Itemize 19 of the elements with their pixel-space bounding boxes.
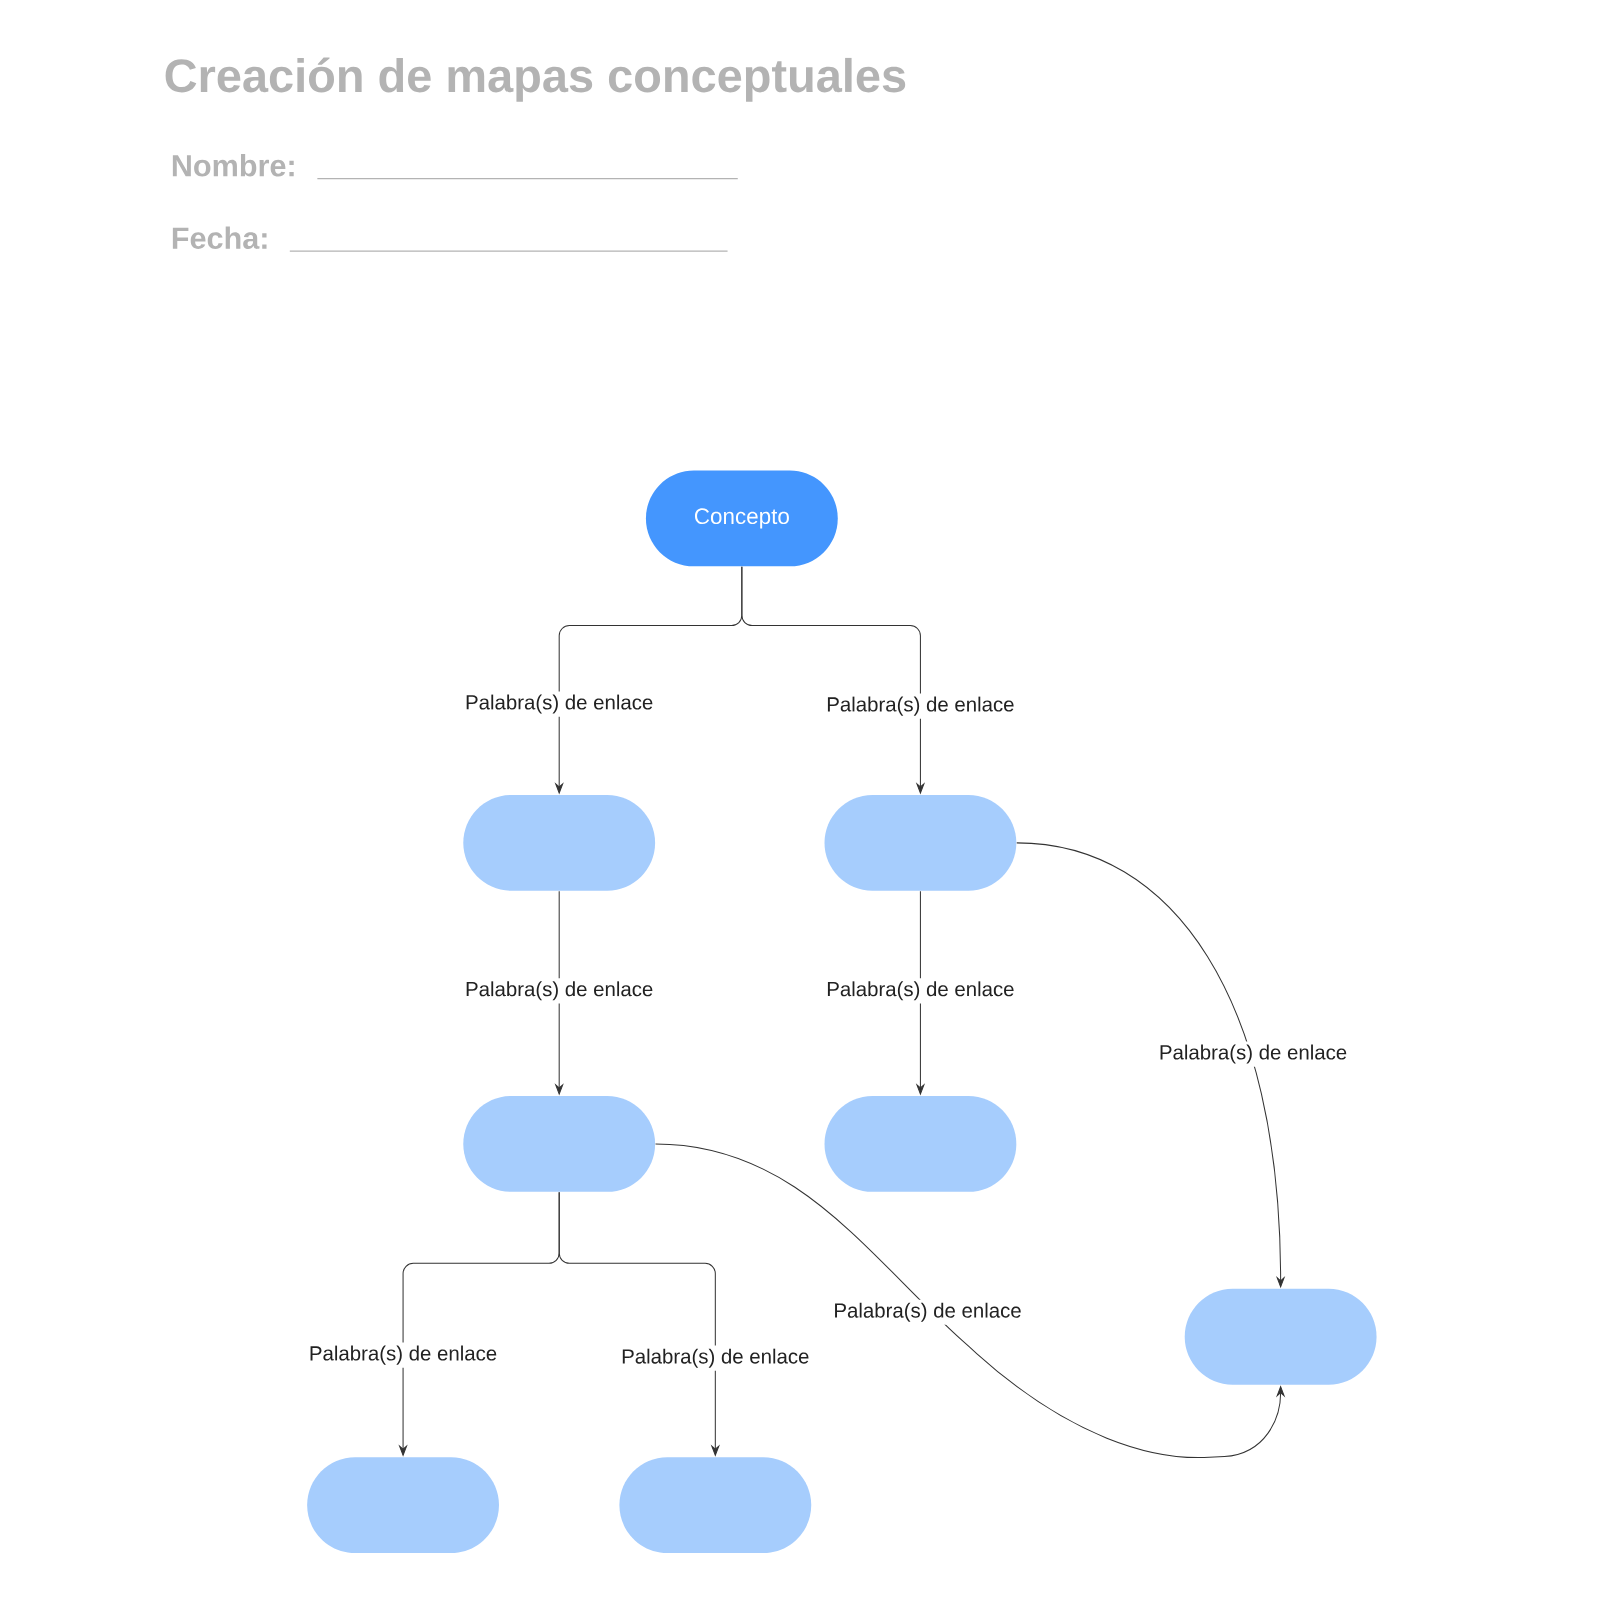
edge-label: Palabra(s) de enlace	[1155, 1041, 1351, 1067]
empty-concept-box	[307, 1457, 499, 1554]
field-label: Fecha:	[172, 226, 267, 249]
empty-concept-box	[824, 794, 1017, 891]
empty-concept-box	[824, 1095, 1017, 1192]
edge-label: Palabra(s) de enlace	[305, 1342, 501, 1368]
edge-label: Palabra(s) de enlace	[461, 978, 657, 1004]
edge-label: Palabra(s) de enlace	[618, 1345, 813, 1371]
field-label: Nombre:	[172, 154, 294, 177]
empty-concept-box	[619, 1457, 812, 1554]
edge-label: Palabra(s) de enlace	[823, 978, 1018, 1004]
edge-label: Palabra(s) de enlace	[823, 693, 1018, 719]
title: Creación de mapas conceptuales	[165, 57, 906, 102]
edge-label: Palabra(s) de enlace	[461, 691, 657, 717]
empty-concept-box	[463, 1095, 656, 1192]
edge-label: Palabra(s) de enlace	[830, 1299, 1025, 1325]
empty-concept-box	[1184, 1288, 1377, 1385]
concept-box: Concepto	[645, 470, 838, 567]
empty-concept-box	[463, 794, 656, 891]
